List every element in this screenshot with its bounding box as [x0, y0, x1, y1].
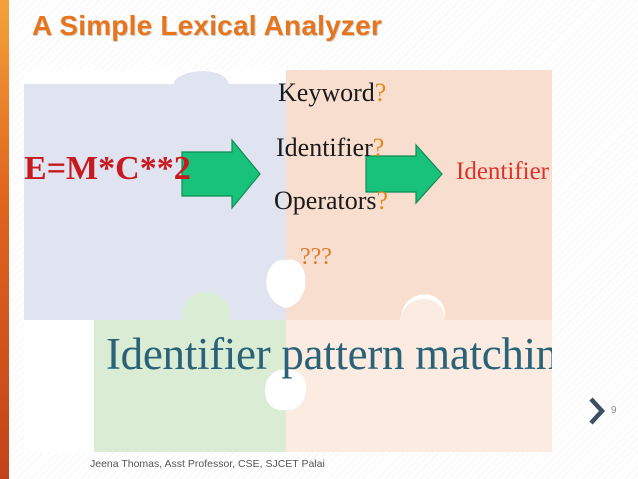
unknown-marks: ???: [300, 244, 332, 271]
question-identifier: Identifier?: [276, 133, 384, 163]
slide-footer: Jeena Thomas, Asst Professor, CSE, SJCET…: [90, 458, 325, 470]
question-operators: Operators?: [274, 186, 388, 216]
question-text: Identifier: [276, 133, 373, 162]
puzzle-background: [24, 70, 552, 452]
page-number: 9: [611, 405, 617, 416]
slide-title: A Simple Lexical Analyzer: [32, 10, 382, 42]
expression-first-letter: E: [24, 150, 47, 187]
figure-caption: Identifier pattern matching: [106, 328, 552, 380]
expression-rest: =M*C**2: [47, 150, 191, 187]
slide-accent-bar: [0, 0, 9, 479]
question-keyword: Keyword?: [278, 78, 386, 108]
question-text: Operators: [274, 186, 377, 215]
lexical-analyzer-figure: E=M*C**2 Keyword? Identifier? Operators?…: [24, 70, 552, 452]
result-identifier: Identifier: [456, 158, 549, 186]
question-mark: ?: [375, 78, 387, 107]
question-text: Keyword: [278, 78, 375, 107]
puzzle-piece-blue: [24, 71, 286, 320]
question-mark: ?: [377, 186, 389, 215]
question-mark: ?: [373, 133, 385, 162]
input-expression: E=M*C**2: [24, 150, 191, 188]
chevron-right-icon[interactable]: [588, 396, 606, 426]
